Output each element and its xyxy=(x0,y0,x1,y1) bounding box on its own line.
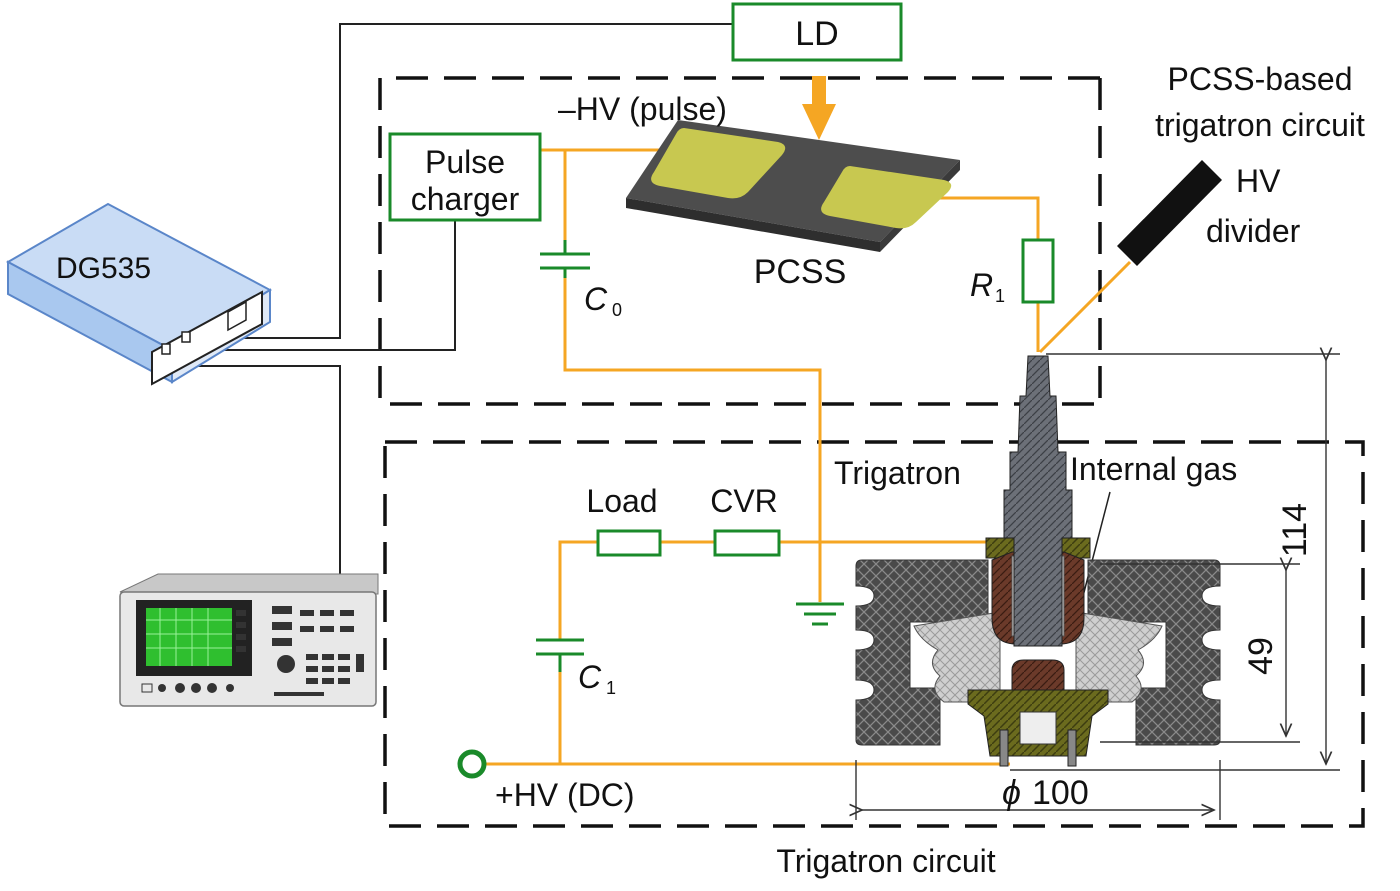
dashed-box-pcss-trigatron-circuit xyxy=(378,76,1102,406)
cvr-label: CVR xyxy=(710,483,778,519)
trigatron-circuit-label: Trigatron circuit xyxy=(776,843,995,879)
c1-subscript: 1 xyxy=(606,678,616,698)
internal-gas-label: Internal gas xyxy=(1070,451,1237,487)
dg535-device xyxy=(5,202,273,386)
pcss-trigatron-label-line2: trigatron circuit xyxy=(1155,107,1365,143)
r1-label: R xyxy=(970,267,993,303)
resistor-r1 xyxy=(1021,238,1055,304)
pulse-charger-line2: charger xyxy=(411,181,520,217)
dim-114-label: 114 xyxy=(1276,503,1314,557)
load-label: Load xyxy=(586,483,657,519)
dim-100-label: 100 xyxy=(1032,774,1089,812)
dg535-label: DG535 xyxy=(56,252,151,285)
dimension-lines xyxy=(856,354,1340,820)
orange-wires xyxy=(484,148,1132,766)
ld-label: LD xyxy=(795,15,838,53)
laser-arrow xyxy=(802,76,836,140)
oscilloscope xyxy=(119,573,379,707)
cvr-resistor xyxy=(713,529,781,557)
c0-label: C xyxy=(584,281,608,317)
c1-label: C xyxy=(578,659,602,695)
trigatron-cross-section xyxy=(855,355,1221,767)
ground-symbol xyxy=(796,602,844,626)
signal-wires xyxy=(175,23,733,600)
hv-divider-label-line1: HV xyxy=(1236,163,1281,199)
pcss-electrode-left xyxy=(651,128,786,199)
hv-dc-label: +HV (DC) xyxy=(495,777,635,813)
trigatron-label: Trigatron xyxy=(834,455,961,491)
c0-subscript: 0 xyxy=(612,300,622,320)
hv-divider-label-line2: divider xyxy=(1206,213,1301,249)
hv-divider-probe xyxy=(1117,160,1222,266)
internal-gas-leader xyxy=(1081,491,1111,601)
pcss-chip xyxy=(626,120,960,252)
hv-dc-terminal xyxy=(457,749,487,779)
r1-subscript: 1 xyxy=(995,286,1005,306)
pcss-label: PCSS xyxy=(754,253,847,291)
hv-pulse-label: –HV (pulse) xyxy=(558,91,727,127)
dim-49-label: 49 xyxy=(1242,637,1280,675)
ld-box: LD xyxy=(731,2,903,62)
pcss-trigatron-label-line1: PCSS-based xyxy=(1168,61,1353,97)
pulse-charger-line1: Pulse xyxy=(425,144,505,180)
pulse-charger-box: Pulse charger xyxy=(388,132,542,222)
capacitor-c1 xyxy=(536,638,584,672)
load-resistor xyxy=(596,529,662,557)
dim-phi-symbol: ϕ xyxy=(1002,774,1021,812)
pcss-electrode-right xyxy=(821,166,952,229)
dashed-box-trigatron-circuit xyxy=(383,440,1365,828)
capacitor-c0 xyxy=(540,240,590,278)
